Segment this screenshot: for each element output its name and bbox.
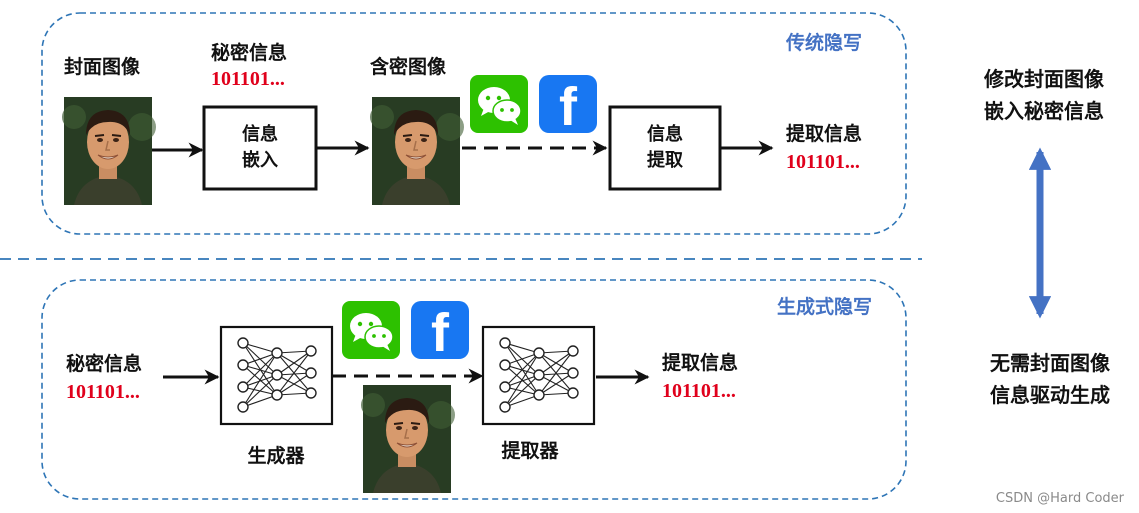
wechat-icon — [341, 300, 401, 360]
extract-box-line1: 信息 — [647, 123, 683, 145]
secret-info-label-bottom: 秘密信息 — [66, 352, 142, 375]
side-top-line2: 嵌入秘密信息 — [984, 99, 1104, 123]
extracted-bits-bottom: 101101... — [662, 380, 736, 402]
traditional-title: 传统隐写 — [785, 31, 862, 54]
generative-title: 生成式隐写 — [777, 295, 872, 318]
stego-image — [369, 96, 465, 206]
extracted-info-label-top: 提取信息 — [786, 122, 862, 145]
extract-box — [608, 105, 722, 191]
side-bottom-line1: 无需封面图像 — [990, 351, 1111, 375]
extractor-label: 提取器 — [501, 439, 559, 462]
secret-bits-top: 101101... — [211, 68, 285, 90]
generator-label: 生成器 — [247, 444, 305, 467]
embed-box-line2: 嵌入 — [242, 149, 278, 171]
facebook-icon: f — [539, 75, 597, 137]
side-bottom-line2: 信息驱动生成 — [990, 383, 1110, 407]
facebook-glyph: f — [559, 77, 578, 137]
generative-panel — [41, 279, 907, 500]
cover-image — [61, 96, 157, 206]
side-top-line1: 修改封面图像 — [983, 67, 1105, 91]
extract-box-line2: 提取 — [647, 149, 684, 171]
extracted-bits-top: 101101... — [786, 151, 860, 173]
wechat-icon — [469, 74, 529, 134]
facebook-glyph: f — [431, 303, 450, 363]
traditional-panel — [41, 12, 907, 235]
extracted-info-label-bottom: 提取信息 — [662, 351, 738, 374]
secret-bits-bottom: 101101... — [66, 381, 140, 403]
embed-box — [202, 105, 318, 191]
stego-image-label: 含密图像 — [370, 55, 447, 78]
secret-info-label-top: 秘密信息 — [211, 41, 287, 64]
generated-image — [360, 384, 456, 494]
cover-image-label: 封面图像 — [64, 55, 141, 78]
facebook-icon: f — [411, 301, 469, 363]
watermark: CSDN @Hard Coder — [996, 491, 1125, 506]
embed-box-line1: 信息 — [242, 123, 278, 145]
